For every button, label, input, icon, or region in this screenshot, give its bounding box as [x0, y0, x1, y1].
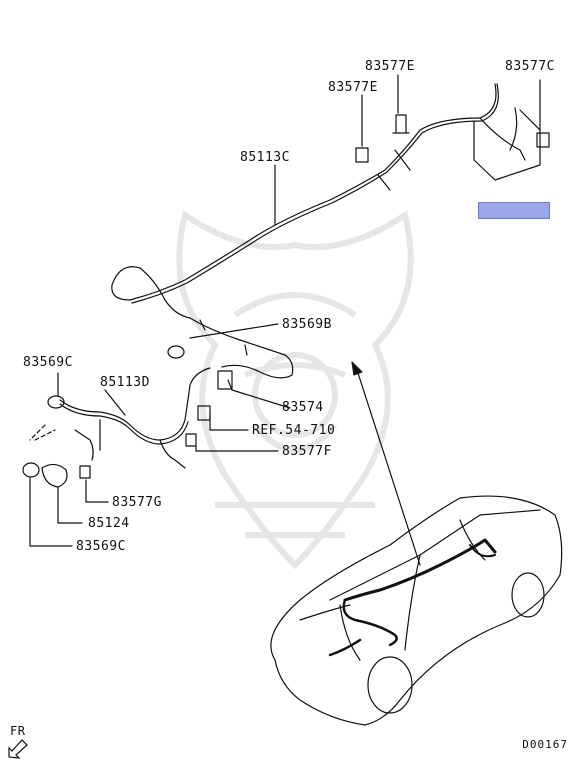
callout-83569c-top[interactable]: 83569C — [23, 355, 73, 370]
callout-83574[interactable]: 83574 — [282, 400, 324, 415]
callout-85113c[interactable]: 85113C — [240, 150, 290, 165]
callout-83569c-bot[interactable]: 83569C — [76, 539, 126, 554]
diagram-code: D00167 — [522, 738, 568, 751]
callout-83577e-top[interactable]: 83577E — [365, 59, 415, 74]
front-arrow-icon — [8, 739, 28, 759]
callout-ref-54-710[interactable]: REF.54-710 — [252, 423, 336, 438]
callout-83569b[interactable]: 83569B — [282, 317, 332, 332]
callout-85124[interactable]: 85124 — [88, 516, 130, 531]
callout-83577c[interactable]: 83577C — [505, 59, 555, 74]
front-orientation-label: FR — [10, 724, 26, 738]
callout-83577g[interactable]: 83577G — [112, 495, 162, 510]
highlight-box[interactable] — [478, 202, 550, 219]
callout-83577f[interactable]: 83577F — [282, 444, 332, 459]
callout-85113d[interactable]: 85113D — [100, 375, 150, 390]
callout-83577e-mid[interactable]: 83577E — [328, 80, 378, 95]
